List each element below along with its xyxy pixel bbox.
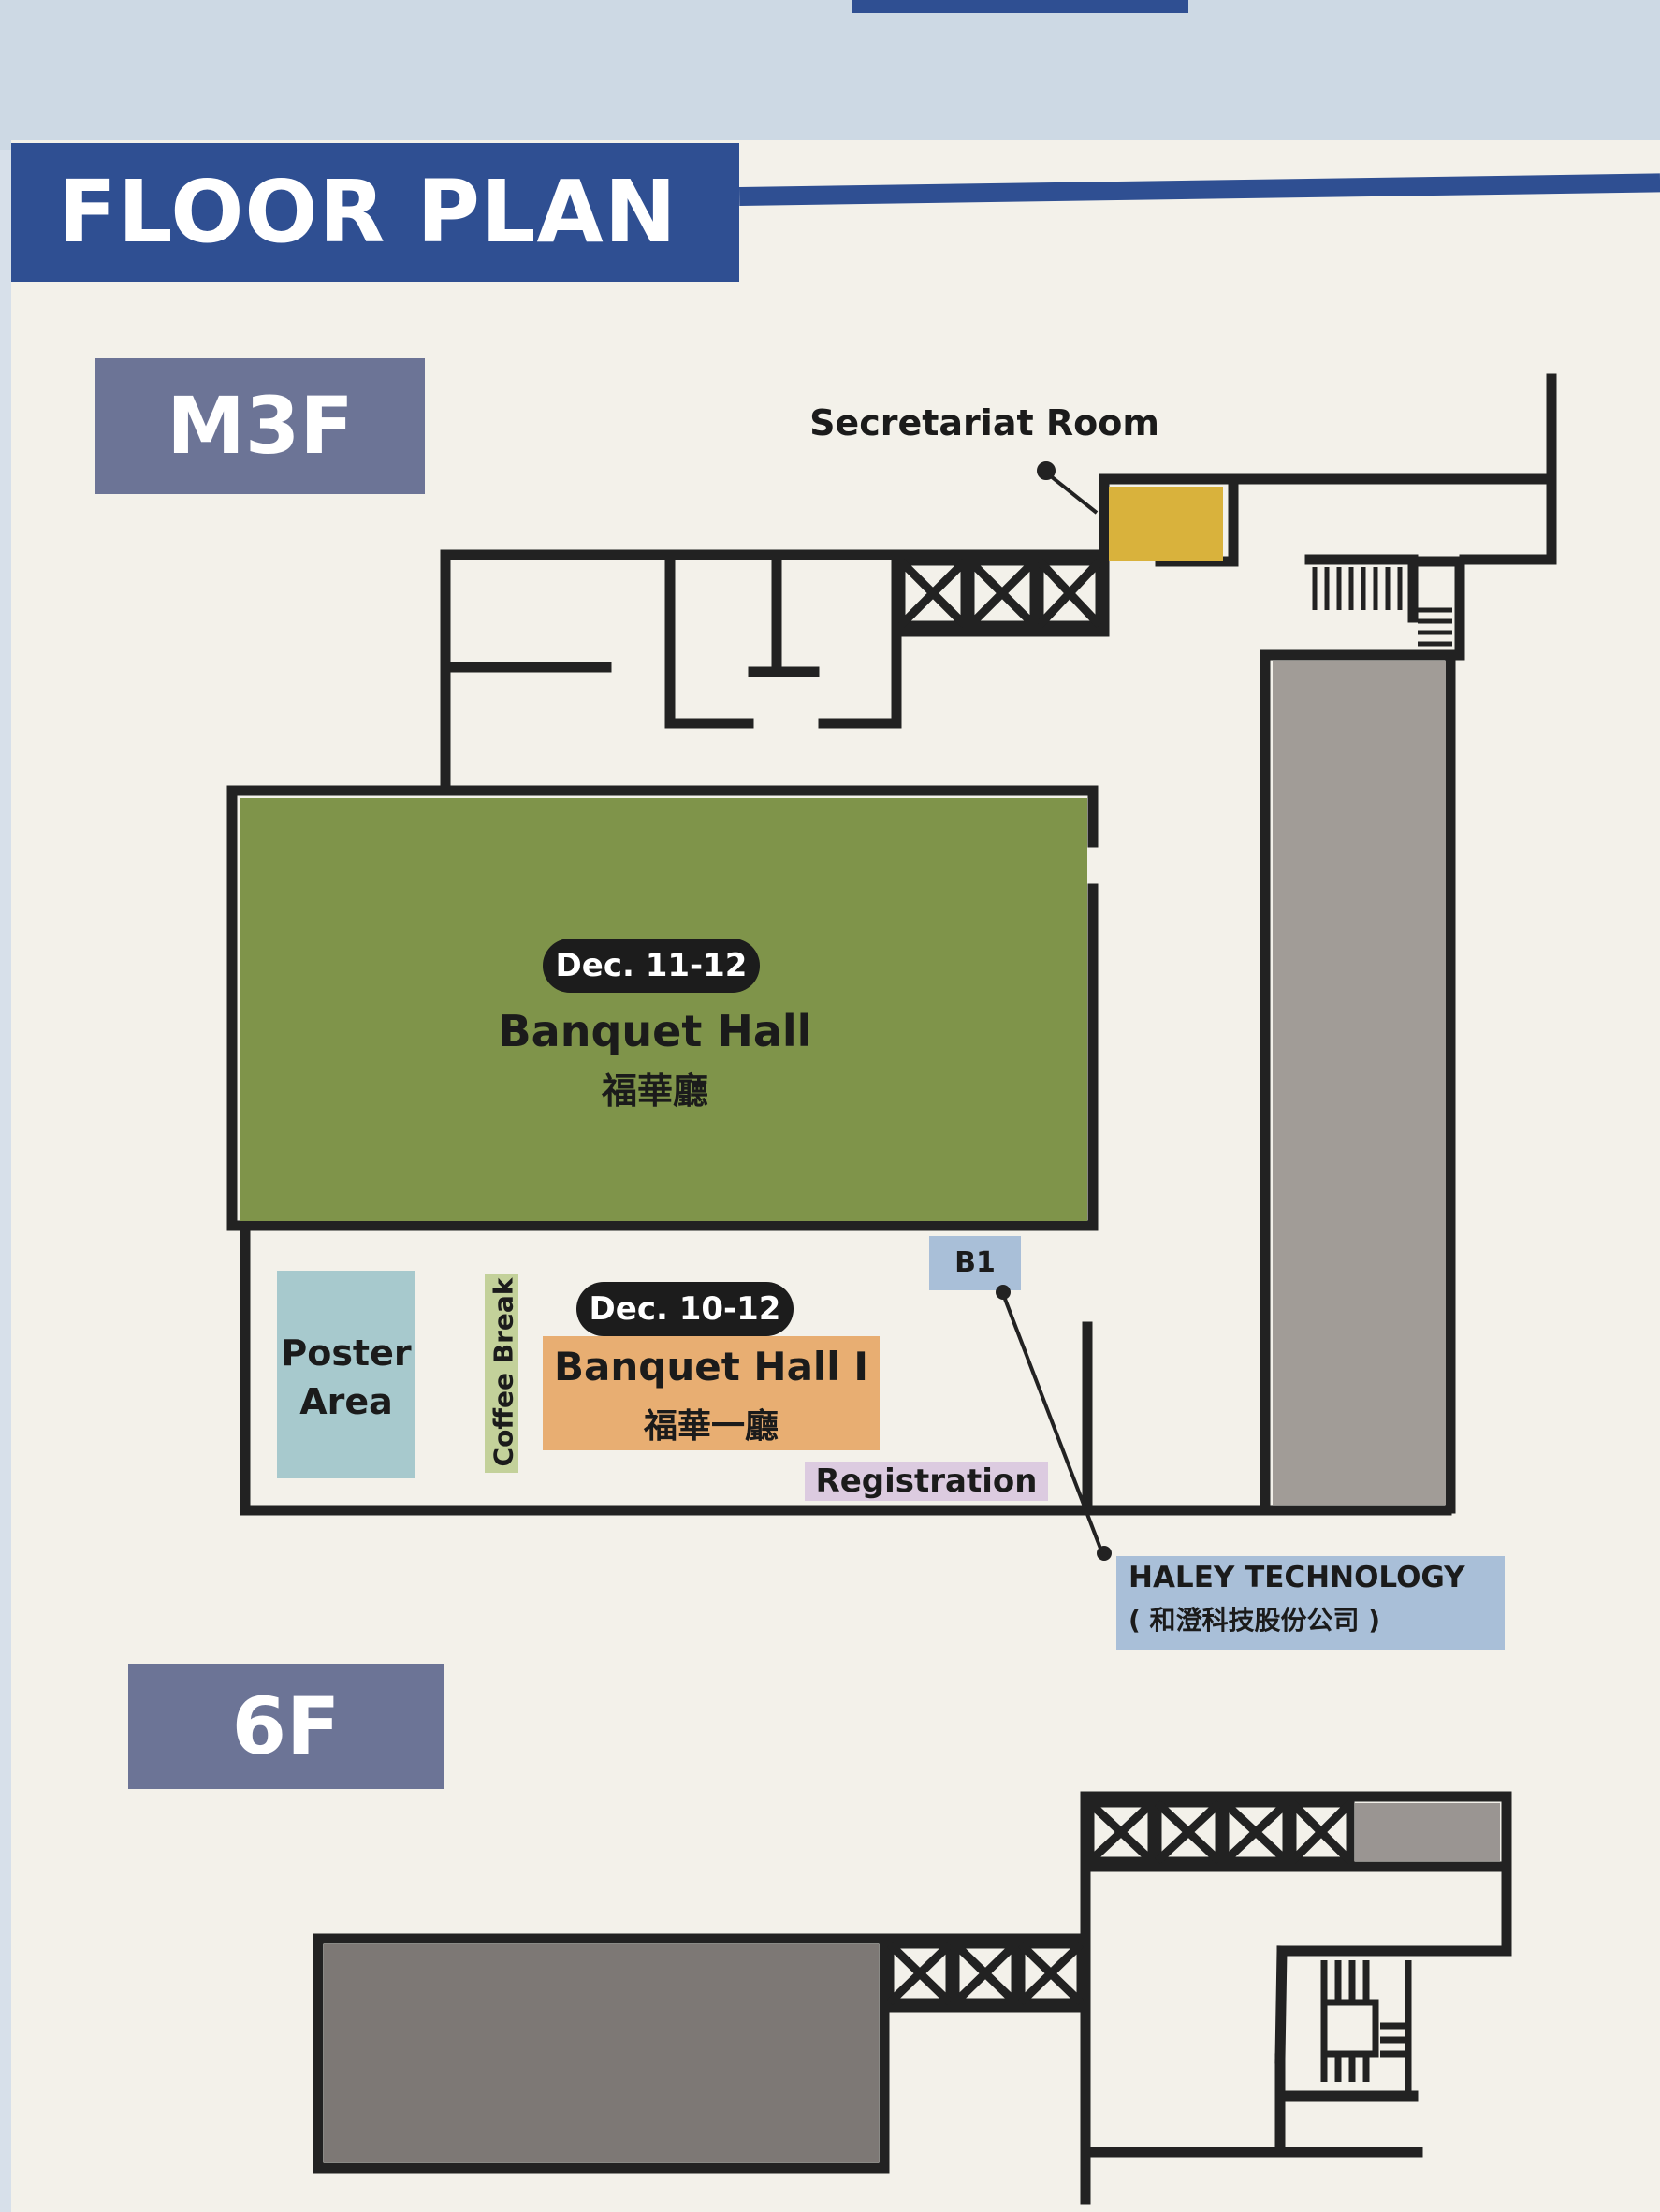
banquet-hall-name-zh: 福華廳: [601, 1070, 708, 1112]
banquet-hall-name: Banquet Hall: [498, 1006, 812, 1056]
poster-area-block: [277, 1271, 415, 1478]
page-title: FLOOR PLAN: [11, 143, 739, 282]
6f-elevator-boxes: [885, 1798, 1355, 2007]
b1-booth-label: B1: [954, 1246, 996, 1279]
secretariat-room-block: [1109, 487, 1223, 561]
m3f-elevator-boxes: [896, 557, 1104, 630]
m3f-office-stub: [748, 556, 820, 677]
banquet-hall-1-block: [543, 1336, 880, 1450]
top-decor-bar: [852, 0, 1188, 13]
6f-elevator-strip: [879, 1933, 1091, 2013]
poster-area-label-line2: Area: [299, 1381, 393, 1422]
banquet-hall-1-area-outline: [240, 1220, 1452, 1516]
m3f-service-column-outline: [1260, 649, 1456, 1514]
banquet-hall-outline: [226, 785, 1099, 1231]
6f-upper-right-fill: [1355, 1803, 1500, 1861]
m3f-stair-outline: [1304, 554, 1465, 661]
haley-technology-name-zh: ( 和澄科技股份公司 ): [1129, 1605, 1381, 1636]
banquet-hall-date-badge: Dec. 11-12: [543, 939, 760, 993]
floor-badge-6f: 6F: [128, 1664, 444, 1789]
m3f-stairs: [1312, 567, 1452, 647]
banquet-hall-1-name: Banquet Hall I: [554, 1344, 868, 1390]
coffee-break-label: Coffee Break: [488, 1277, 519, 1467]
background-wall: [0, 0, 1660, 150]
secretariat-room-label: Secretariat Room: [809, 402, 1159, 444]
registration-block: [805, 1462, 1048, 1501]
m3f-office-wall: [664, 556, 754, 729]
6f-stair-core: [1320, 1960, 1412, 2096]
6f-lower-wall: [1080, 2053, 1286, 2158]
floor-badge-m3f: M3F: [95, 358, 425, 494]
m3f-corridor-right-wall: [1228, 373, 1557, 565]
6f-right-rooms: [1274, 1945, 1423, 2158]
registration-label: Registration: [815, 1463, 1038, 1500]
6f-upper-outline: [1080, 1791, 1512, 2205]
6f-left-hall-fill: [324, 1944, 879, 2162]
coffee-break-block: [485, 1274, 518, 1473]
banquet-hall-1-date-badge: Dec. 10-12: [576, 1282, 794, 1336]
haley-technology-box: [1116, 1556, 1505, 1650]
elevator-bank-outline: [891, 549, 1110, 637]
m3f-upper-corridor-wall: [440, 549, 904, 790]
leader-lines: [996, 461, 1112, 1561]
b1-booth-block: [929, 1236, 1021, 1290]
m3f-office-wall-right: [818, 549, 902, 729]
banquet-hall-1-name-zh: 福華一廳: [643, 1407, 779, 1446]
m3f-service-column: [1273, 661, 1446, 1505]
haley-technology-name: HALEY TECHNOLOGY: [1129, 1561, 1465, 1594]
banquet-hall-fill: [240, 798, 1087, 1221]
poster-area-label-line1: Poster: [281, 1332, 412, 1374]
